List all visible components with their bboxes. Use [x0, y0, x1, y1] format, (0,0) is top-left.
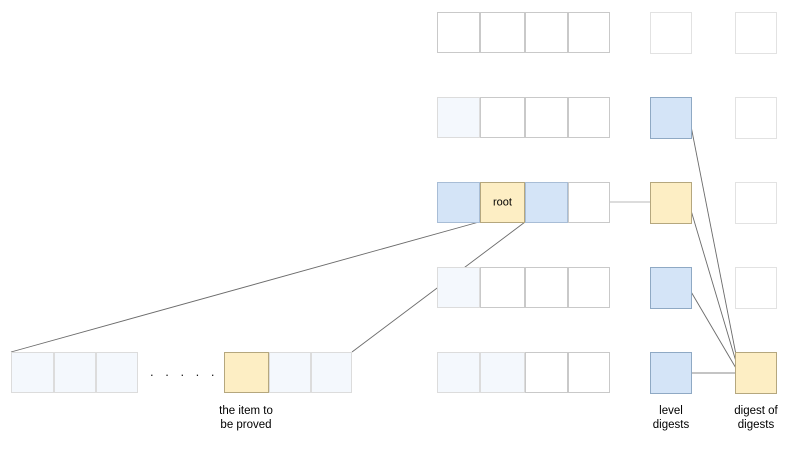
root-label: root — [493, 196, 512, 208]
leaf-cell-4 — [269, 352, 311, 393]
row-1-cell-3 — [568, 12, 610, 53]
row-4-cell-0 — [437, 267, 480, 308]
row-5-cell-1 — [480, 352, 525, 393]
row-5-cell-3 — [568, 352, 610, 393]
row-1-cell-2 — [525, 12, 568, 53]
caption-level-digests: level digests — [652, 405, 690, 431]
row-2-digest-of-digests — [735, 97, 777, 139]
row-2-cell-0 — [437, 97, 480, 138]
row-4-cell-2 — [525, 267, 568, 308]
row-3-cell-0 — [437, 182, 480, 223]
row-2-cell-2 — [525, 97, 568, 138]
leaf-cell-item-to-be-proved — [224, 352, 269, 393]
row-1-digest-of-digests — [735, 12, 777, 54]
row-4-cell-1 — [480, 267, 525, 308]
leaf-cell-5 — [311, 352, 352, 393]
row-5-cell-0 — [437, 352, 480, 393]
row-3-cell-2 — [525, 182, 568, 223]
row-5-level-digest — [650, 352, 692, 394]
row-2-cell-1 — [480, 97, 525, 138]
leaf-cell-1 — [54, 352, 96, 393]
row-5-digest-of-digests — [735, 352, 777, 394]
row-4-digest-of-digests — [735, 267, 777, 309]
row-3-level-digest — [650, 182, 692, 224]
row-3-digest-of-digests — [735, 182, 777, 224]
line-level2-to-dod — [689, 120, 741, 376]
row-4-cell-3 — [568, 267, 610, 308]
leaf-cell-0 — [11, 352, 54, 393]
caption-digest-of-digests: digest of digests — [734, 405, 778, 431]
leaf-cell-2 — [96, 352, 138, 393]
line-root-to-leaf-left — [10, 221, 480, 353]
caption-item-to-be-proved: the item to be proved — [219, 405, 273, 431]
line-level3-to-dod — [689, 206, 741, 376]
row-1-cell-0 — [437, 12, 480, 53]
row-1-level-digest — [650, 12, 692, 54]
row-2-level-digest — [650, 97, 692, 139]
line-level4-to-dod — [689, 289, 741, 376]
row-3-cell-root: root — [480, 182, 525, 223]
row-4-level-digest — [650, 267, 692, 309]
row-1-cell-1 — [480, 12, 525, 53]
row-2-cell-3 — [568, 97, 610, 138]
row-3-cell-3 — [568, 182, 610, 223]
row-5-cell-2 — [525, 352, 568, 393]
